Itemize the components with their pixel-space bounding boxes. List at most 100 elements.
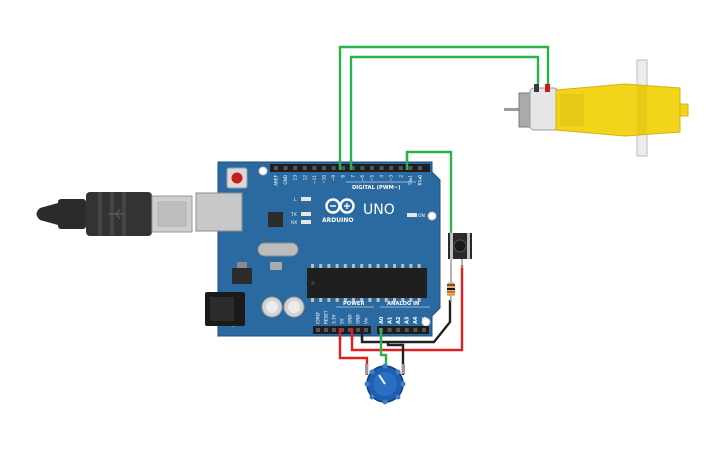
digital-pin-hole[interactable]	[408, 166, 413, 170]
arduino-logo-icon: ARDUINO	[322, 198, 355, 224]
chip-pin	[352, 264, 355, 268]
chip-pin	[319, 298, 323, 302]
chip-pin	[352, 298, 355, 302]
digital-pin-label: ~9	[331, 175, 336, 182]
chip-pin	[417, 298, 421, 302]
digital-pin-label: 12	[302, 175, 307, 181]
capacitor	[261, 296, 283, 318]
usb-socket	[195, 192, 243, 232]
chip-pin	[376, 264, 380, 268]
power-pin-label: 5V	[340, 318, 345, 324]
analog-pin-label: A4	[413, 316, 419, 324]
chip-pin	[327, 264, 331, 268]
reset-button[interactable]	[226, 167, 248, 189]
wire-black-pot[interactable]	[386, 342, 405, 375]
chip-pin	[384, 264, 388, 268]
analog-pin-label: A3	[405, 316, 411, 324]
power-pin-hole[interactable]	[364, 328, 368, 332]
svg-text:ON: ON	[418, 213, 425, 219]
digital-pin-hole[interactable]	[379, 166, 384, 170]
analog-pin-label: A5	[422, 316, 428, 324]
chip-pin	[409, 264, 413, 268]
power-pin-hole[interactable]	[340, 328, 344, 332]
digital-pin-hole[interactable]	[331, 166, 336, 170]
analog-pin-label: A0	[379, 316, 385, 324]
chip-pin	[384, 298, 388, 302]
chip-pin	[343, 298, 347, 302]
motor-terminal	[545, 84, 550, 92]
wire-green-motor-1[interactable]	[338, 45, 550, 169]
arduino-logo-text: ARDUINO	[322, 217, 353, 224]
analog-pin-label: A1	[387, 316, 393, 324]
svg-text:L: L	[294, 197, 297, 203]
digital-pin-hole[interactable]	[360, 166, 365, 170]
digital-pin-hole[interactable]	[312, 166, 317, 170]
power-label: POWER	[343, 301, 364, 307]
chip-pin	[360, 298, 364, 302]
crystal-oscillator	[257, 242, 299, 257]
svg-text:RX: RX	[291, 220, 297, 226]
atmega-chip	[307, 264, 427, 302]
chip-pin	[335, 264, 339, 268]
digital-pin-hole[interactable]	[398, 166, 403, 170]
chip-pin	[360, 264, 364, 268]
digital-pin-hole[interactable]	[293, 166, 298, 170]
chip-pin	[311, 298, 314, 302]
resistor[interactable]	[447, 275, 455, 302]
usb-cable[interactable]	[36, 192, 193, 236]
digital-pin-hole[interactable]	[283, 166, 288, 170]
push-button[interactable]	[448, 233, 472, 275]
wire-ends	[338, 152, 409, 340]
power-pin-hole[interactable]	[356, 328, 360, 332]
digital-pin-hole[interactable]	[322, 166, 326, 170]
digital-pin-hole[interactable]	[418, 166, 422, 170]
digital-label: DIGITAL (PWM~)	[352, 185, 400, 191]
power-pin-hole[interactable]	[332, 328, 336, 332]
arduino-uno[interactable]: L TX RX ON ARDUINO UNO	[195, 161, 441, 337]
digital-pin-hole[interactable]	[274, 166, 278, 170]
digital-pin-hole[interactable]	[302, 166, 307, 170]
smd-component	[270, 262, 282, 270]
digital-pin-label: 8	[341, 175, 346, 178]
analog-pin-hole[interactable]	[396, 328, 401, 332]
power-pin-hole[interactable]	[324, 328, 328, 332]
analog-pin-hole[interactable]	[404, 328, 409, 332]
digital-pin-label: 13	[293, 175, 298, 181]
chip-pin	[393, 298, 396, 302]
potentiometer[interactable]	[364, 363, 406, 405]
chip-pin	[368, 298, 372, 302]
chip-pin	[401, 298, 405, 302]
led-l: L	[294, 197, 311, 203]
digital-pin-hole[interactable]	[370, 166, 374, 170]
digital-pin-label: ~11	[312, 175, 317, 184]
dc-motor[interactable]	[504, 59, 689, 157]
wire-green-motor-2[interactable]	[349, 55, 540, 169]
digital-pin-hole[interactable]	[341, 166, 346, 170]
digital-pin-hole[interactable]	[389, 166, 394, 170]
chip-pin	[417, 264, 421, 268]
chip-pin	[335, 298, 339, 302]
digital-pin-label: RX◂0	[418, 175, 423, 186]
analog-pin-hole[interactable]	[422, 328, 426, 332]
power-pin-hole[interactable]	[316, 328, 320, 332]
digital-pin-label: ~3	[389, 175, 394, 182]
digital-pin-hole[interactable]	[350, 166, 355, 170]
power-pin-hole[interactable]	[348, 328, 352, 332]
analog-pin-hole[interactable]	[413, 328, 418, 332]
led-rx: RX	[291, 220, 311, 226]
chip-pin	[327, 298, 331, 302]
digital-pin-label: ~6	[360, 175, 365, 182]
power-jack	[205, 292, 245, 326]
mount-hole	[258, 166, 268, 176]
motor-shaft	[504, 108, 522, 111]
analog-pin-hole[interactable]	[387, 328, 392, 332]
power-pin-label: IOREF	[316, 311, 321, 324]
power-pin-label: Vin	[364, 317, 369, 324]
usb-chip	[268, 212, 283, 227]
voltage-regulator	[232, 262, 252, 284]
svg-text:TX: TX	[290, 212, 297, 218]
analog-label: ANALOG IN	[387, 301, 419, 307]
chip-pin	[393, 264, 396, 268]
analog-pin-label: A2	[396, 316, 402, 324]
